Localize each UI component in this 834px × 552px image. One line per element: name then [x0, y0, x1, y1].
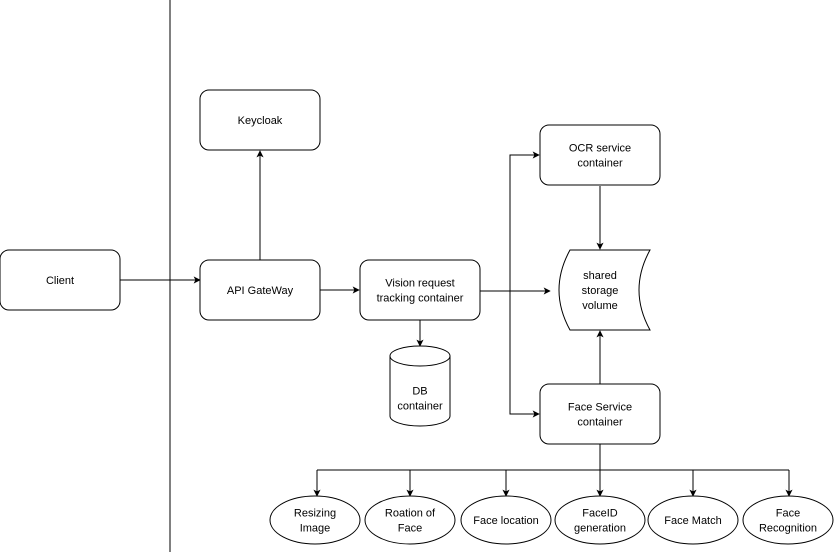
ocr-service-label: OCR service container — [569, 143, 631, 170]
client-node[interactable]: Client — [0, 249, 121, 311]
label-line: Recognition — [759, 523, 817, 535]
label-line: generation — [574, 523, 626, 535]
edge-vision-to-ocr — [509, 155, 539, 291]
ocr-service-node[interactable]: OCR service container — [539, 124, 661, 186]
db-container-node[interactable]: DB container — [389, 345, 451, 427]
vision-request-tracking-node[interactable]: Vision request tracking container — [359, 259, 481, 321]
edge-vision-to-face-service — [509, 291, 539, 414]
label-line: Face — [398, 523, 422, 535]
face-location-node[interactable]: Face location — [460, 495, 552, 545]
api-gateway-node[interactable]: API GateWay — [199, 259, 321, 321]
client-label: Client — [46, 275, 74, 287]
label-line: Image — [300, 523, 331, 535]
label-line: Face — [776, 508, 800, 520]
label-line: Roation of — [385, 508, 436, 520]
label-line: tracking container — [377, 293, 464, 305]
label-line: volume — [582, 300, 617, 312]
face-location-label: Face location — [473, 515, 538, 527]
label-line: FaceID — [582, 508, 618, 520]
db-container-label: DB container — [397, 386, 443, 413]
label-line: storage — [582, 285, 619, 297]
label-line: Face Service — [568, 402, 632, 414]
shared-storage-label: shared storage volume — [582, 270, 619, 312]
label-line: container — [577, 417, 623, 429]
faceid-generation-label: FaceID generation — [574, 508, 626, 535]
label-line: Keycloak — [238, 115, 283, 127]
label-line: container — [397, 401, 443, 413]
label-line: DB — [412, 386, 427, 398]
vision-request-tracking-label: Vision request tracking container — [377, 278, 464, 305]
keycloak-label: Keycloak — [238, 115, 283, 127]
face-match-label: Face Match — [664, 515, 721, 527]
faceid-generation-node[interactable]: FaceID generation — [554, 495, 646, 545]
face-match-node[interactable]: Face Match — [647, 495, 739, 545]
edge-face-service-trunk — [317, 444, 789, 471]
label-line: Face location — [473, 515, 538, 527]
keycloak-node[interactable]: Keycloak — [199, 89, 321, 151]
shared-storage-node[interactable]: shared storage volume — [558, 249, 651, 331]
label-line: OCR service — [569, 143, 631, 155]
label-line: container — [577, 158, 623, 170]
label-line: API GateWay — [227, 285, 294, 297]
label-line: Vision request — [385, 278, 455, 290]
face-service-label: Face Service container — [568, 402, 632, 429]
label-line: Client — [46, 275, 74, 287]
api-gateway-label: API GateWay — [227, 285, 294, 297]
rotation-of-face-node[interactable]: Roation of Face — [364, 495, 456, 545]
rotation-of-face-label: Roation of Face — [385, 508, 436, 535]
face-service-node[interactable]: Face Service container — [539, 383, 661, 445]
edges — [120, 151, 789, 496]
label-line: shared — [583, 270, 617, 282]
label-line: Resizing — [294, 508, 336, 520]
label-line: Face Match — [664, 515, 721, 527]
